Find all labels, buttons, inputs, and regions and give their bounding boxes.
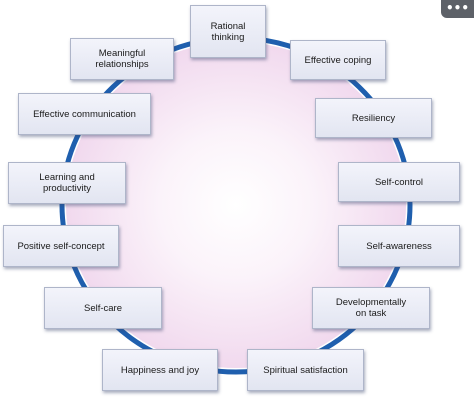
node-label-effective-communication: Effective communication bbox=[33, 108, 136, 120]
node-label-self-control: Self-control bbox=[374, 176, 424, 188]
node-label-self-awareness: Self-awareness bbox=[366, 240, 432, 252]
node-developmentally-on-task: Developmentally on task bbox=[312, 287, 430, 329]
node-spiritual-satisfaction: Spiritual satisfaction bbox=[247, 349, 364, 391]
node-label-effective-coping: Effective coping bbox=[304, 54, 372, 66]
node-label-resiliency: Resiliency bbox=[351, 112, 396, 124]
node-label-positive-self-concept: Positive self-concept bbox=[17, 240, 105, 252]
node-label-rational-thinking: Rational thinking bbox=[210, 20, 246, 43]
node-rational-thinking: Rational thinking bbox=[190, 5, 266, 58]
node-effective-communication: Effective communication bbox=[18, 93, 151, 135]
node-label-learning-and-productivity: Learning and productivity bbox=[39, 172, 95, 194]
node-self-awareness: Self-awareness bbox=[338, 225, 460, 267]
node-happiness-and-joy: Happiness and joy bbox=[102, 349, 218, 391]
node-label-self-care: Self-care bbox=[83, 302, 122, 314]
more-options-button[interactable]: ••• bbox=[441, 0, 474, 18]
node-resiliency: Resiliency bbox=[315, 98, 432, 138]
node-label-spiritual-satisfaction: Spiritual satisfaction bbox=[263, 364, 348, 376]
node-positive-self-concept: Positive self-concept bbox=[3, 225, 119, 267]
node-label-happiness-and-joy: Happiness and joy bbox=[120, 364, 200, 376]
node-learning-and-productivity: Learning and productivity bbox=[8, 162, 126, 204]
node-self-care: Self-care bbox=[44, 287, 162, 329]
node-label-meaningful-relationships: Meaningful relationships bbox=[95, 48, 149, 70]
node-self-control: Self-control bbox=[338, 162, 460, 202]
more-dots-icon[interactable]: ••• bbox=[445, 0, 469, 15]
node-label-developmentally-on-task: Developmentally on task bbox=[335, 297, 407, 319]
node-meaningful-relationships: Meaningful relationships bbox=[70, 38, 174, 80]
node-effective-coping: Effective coping bbox=[290, 40, 386, 80]
